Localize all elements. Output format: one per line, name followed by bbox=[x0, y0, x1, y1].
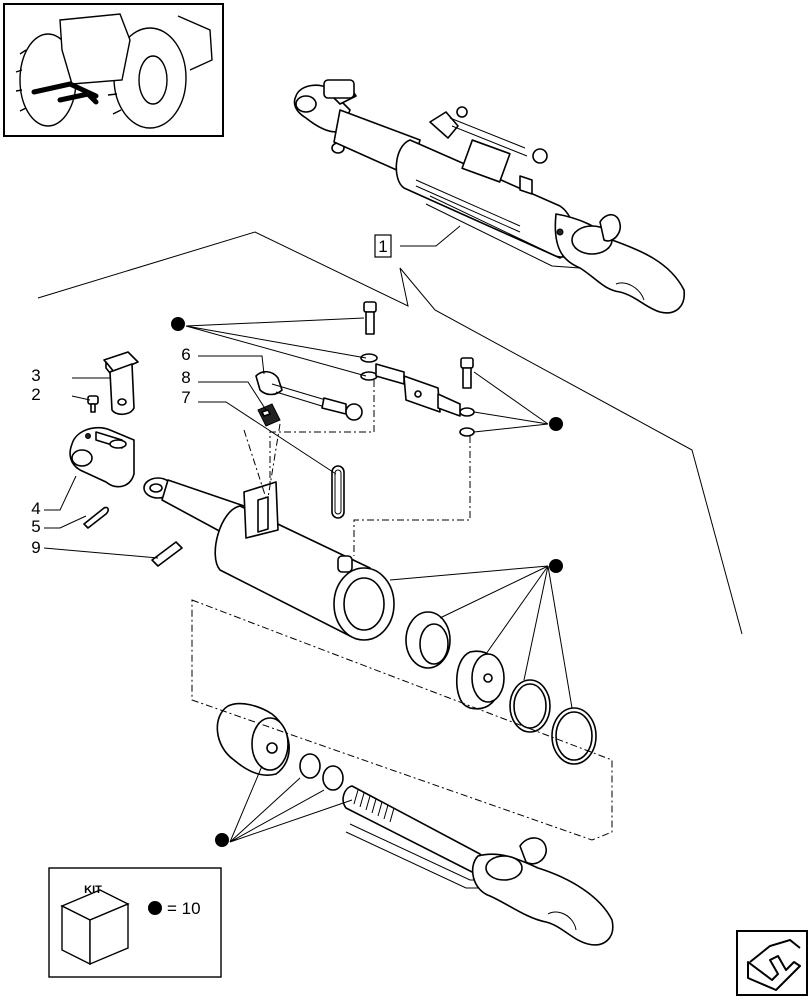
piston-seals[interactable] bbox=[405, 611, 597, 765]
section-divider-lines bbox=[37, 231, 743, 635]
callout-7[interactable]: 7 bbox=[181, 388, 190, 407]
kit-bullet-icon bbox=[171, 317, 573, 847]
callout-6[interactable]: 6 bbox=[181, 345, 190, 364]
kit-legend-text: = 10 bbox=[167, 899, 201, 918]
callout-4[interactable]: 4 bbox=[31, 499, 40, 518]
lower-piston[interactable] bbox=[216, 702, 344, 791]
callout-5[interactable]: 5 bbox=[31, 517, 40, 536]
assembly-dashed-lines bbox=[191, 380, 613, 841]
callout-leader-lines bbox=[43, 225, 461, 559]
main-cylinder[interactable] bbox=[143, 477, 395, 641]
valve-block[interactable] bbox=[375, 363, 461, 417]
tractor-rear-thumbnail[interactable] bbox=[3, 3, 224, 137]
kit-legend-bullet-icon bbox=[148, 901, 162, 915]
part-6-rod[interactable] bbox=[255, 370, 363, 421]
lower-rod-and-hook[interactable] bbox=[342, 785, 614, 946]
kit-box-icon bbox=[60, 889, 130, 966]
kit-badge: KIT bbox=[84, 884, 102, 896]
callout-1-box bbox=[374, 234, 392, 258]
callout-9[interactable]: 9 bbox=[31, 538, 40, 557]
callout-2[interactable]: 2 bbox=[31, 385, 40, 404]
part-8-clip[interactable] bbox=[257, 403, 281, 427]
callout-8[interactable]: 8 bbox=[181, 368, 190, 387]
part-2-grease-nipple[interactable] bbox=[87, 395, 99, 413]
part-3-pin[interactable] bbox=[103, 351, 139, 416]
part-5-split-pin[interactable] bbox=[83, 506, 109, 529]
callout-1[interactable]: 1 bbox=[378, 237, 387, 256]
part-4-clevis[interactable] bbox=[69, 426, 135, 488]
part-9-roll-pin[interactable] bbox=[151, 541, 183, 567]
upper-bolts-and-washers[interactable] bbox=[360, 301, 475, 437]
part-7-band[interactable] bbox=[331, 465, 345, 519]
next-page-arrow-icon[interactable] bbox=[736, 930, 808, 996]
kit-legend: KIT = 10 bbox=[48, 867, 222, 978]
callout-3[interactable]: 3 bbox=[31, 366, 40, 385]
assembled-top-link[interactable] bbox=[293, 79, 685, 314]
callout-numbers: 1 2 3 4 5 6 7 8 9 bbox=[31, 234, 392, 557]
